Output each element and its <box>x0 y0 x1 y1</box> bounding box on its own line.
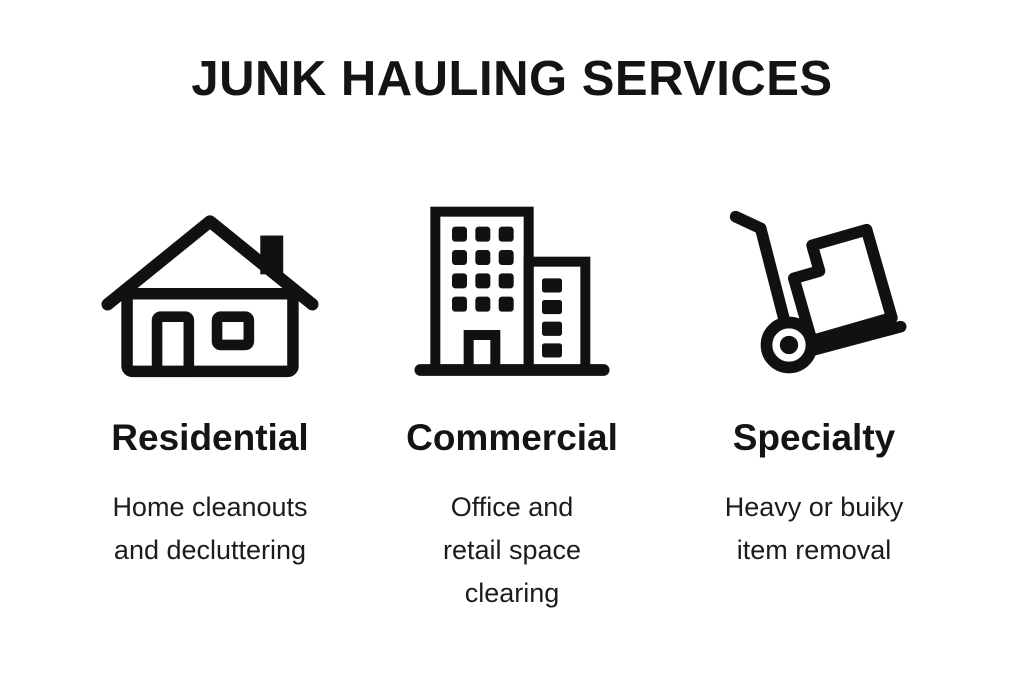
office-building-icon <box>414 206 610 376</box>
column-title: Commercial <box>406 417 618 458</box>
description-line: retail space <box>442 535 582 565</box>
description-line: Home cleanouts <box>112 492 308 522</box>
column-title: Residential <box>111 417 309 458</box>
column-title: Specialty <box>732 417 896 458</box>
description-line: Office and <box>450 492 574 522</box>
specialty-icon-box <box>714 186 914 382</box>
column-residential: Residential Home cleanouts and declutter… <box>59 136 361 615</box>
house-icon <box>101 215 319 378</box>
column-specialty: Specialty Heavy or buiky item removal <box>663 136 965 615</box>
description-line: Heavy or buiky <box>724 492 904 522</box>
service-columns: Residential Home cleanouts and declutter… <box>0 136 1024 615</box>
column-description: Heavy or buiky item removal <box>725 486 904 572</box>
hand-truck-icon <box>729 210 907 374</box>
description-line: clearing <box>464 578 560 608</box>
residential-icon-box <box>95 186 325 382</box>
page-title: JUNK HAULING SERVICES <box>191 52 833 106</box>
column-commercial: Commercial Office and retail space clear… <box>361 136 663 615</box>
description-line: item removal <box>736 535 892 565</box>
description-line: and decluttering <box>113 535 307 565</box>
column-description: Office and retail space clearing <box>443 486 581 615</box>
column-description: Home cleanouts and decluttering <box>112 486 307 572</box>
commercial-icon-box <box>412 186 612 382</box>
